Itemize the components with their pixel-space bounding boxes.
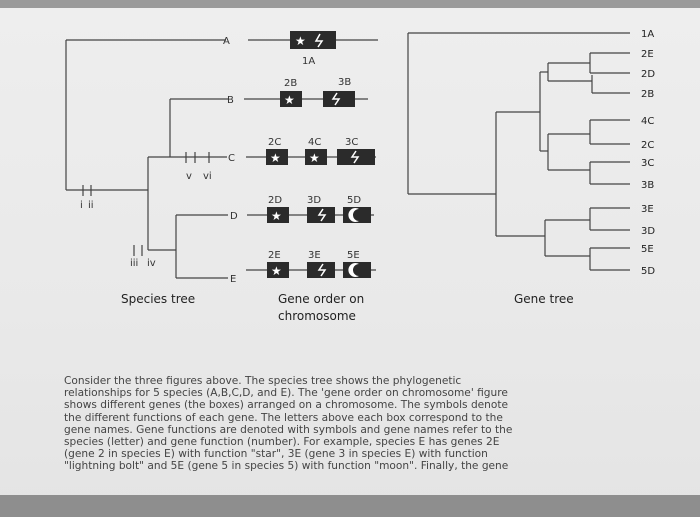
species-tree-branches (65, 39, 228, 279)
gene-box-3d (307, 207, 335, 223)
gene-box-3c (337, 149, 375, 165)
gene-box-2c: ★ (266, 149, 288, 165)
paragraph-line: gene names. Gene functions are denoted w… (64, 423, 513, 436)
gene-tree-leaf-3e: 3E (641, 204, 654, 215)
gene-tree-leaf-4c: 4C (641, 116, 654, 127)
mark-iii: iii (130, 258, 138, 269)
mark-i: i (80, 200, 83, 211)
paragraph-line: (gene 2 in species E) with function "sta… (64, 448, 488, 461)
gene-tree-leaf-3c: 3C (641, 158, 654, 169)
gene-label-3e: 3E (308, 250, 321, 261)
gene-box-2d: ★ (267, 207, 289, 223)
gene-label-5d: 5D (347, 195, 361, 206)
gene-tree-leaf-5d: 5D (641, 266, 655, 277)
species-label-c: C (228, 153, 235, 164)
paragraph-line: relationships for 5 species (A,B,C,D, an… (64, 387, 508, 400)
bottom-edge (0, 495, 700, 517)
svg-text:★: ★ (271, 264, 282, 278)
gene-box-3b (323, 91, 355, 107)
paragraph-line: "lightning bolt" and 5E (gene 5 in speci… (64, 460, 509, 473)
gene-box-4c: ★ (305, 149, 327, 165)
gene-box-5e (343, 262, 371, 278)
mark-v: v (186, 171, 192, 182)
gene-label-4c: 4C (308, 137, 321, 148)
gene-tree-leaf-2c: 2C (641, 140, 654, 151)
svg-text:★: ★ (309, 151, 320, 165)
gene-tree-leaf-3d: 3D (641, 226, 655, 237)
gene-box-2e: ★ (267, 262, 289, 278)
gene-label-2c: 2C (268, 137, 281, 148)
gene-tree-caption: Gene tree (514, 292, 574, 306)
paragraph-line: the different functions of each gene. Th… (64, 411, 503, 424)
gene-tree-leaf-1a: 1A (641, 29, 654, 40)
mark-vi: vi (203, 171, 212, 182)
gene-label-3d: 3D (307, 195, 321, 206)
gene-tree-leaf-2b: 2B (641, 89, 654, 100)
gene-box-5d (343, 207, 371, 223)
gene-tree-leaf-3b: 3B (641, 180, 654, 191)
gene-label-2e: 2E (268, 250, 281, 261)
species-label-b: B (227, 95, 234, 106)
gene-tree-branches (407, 32, 630, 271)
gene-tree-leaf-2d: 2D (641, 69, 655, 80)
gene-label-2b: 2B (284, 78, 297, 89)
chromosome-caption-line1: Gene order on (278, 292, 364, 306)
mark-iv: iv (147, 258, 156, 269)
gene-box-1a: ★ (290, 31, 336, 49)
svg-text:★: ★ (284, 93, 295, 107)
gene-tree-leaf-2e: 2E (641, 49, 654, 60)
gene-box-3e (307, 262, 335, 278)
species-tree-ticks (82, 152, 210, 256)
species-tree-caption: Species tree (121, 292, 195, 306)
mark-ii: ii (88, 200, 94, 211)
paragraph-line: Consider the three figures above. The sp… (64, 375, 462, 387)
question-paragraph: Consider the three figures above. The sp… (64, 375, 550, 473)
gene-label-5e: 5E (347, 250, 360, 261)
gene-tree-leaf-5e: 5E (641, 244, 654, 255)
paragraph-line: species (letter) and gene function (numb… (64, 436, 500, 449)
top-edge (0, 0, 700, 8)
species-label-d: D (230, 211, 238, 222)
gene-label-3c: 3C (345, 137, 358, 148)
svg-text:★: ★ (271, 209, 282, 223)
gene-label-2d: 2D (268, 195, 282, 206)
svg-text:★: ★ (295, 34, 306, 48)
gene-boxes: ★ ★ ★ ★ (266, 31, 375, 278)
paragraph-line: shows different genes (the boxes) arrang… (64, 399, 509, 412)
chromosome-caption-line2: chromosome (278, 309, 356, 323)
species-label-a: A (223, 36, 230, 47)
gene-label-1a: 1A (302, 56, 315, 67)
svg-text:★: ★ (270, 151, 281, 165)
species-label-e: E (230, 274, 236, 285)
gene-box-2b: ★ (280, 91, 302, 107)
gene-label-3b: 3B (338, 77, 351, 88)
